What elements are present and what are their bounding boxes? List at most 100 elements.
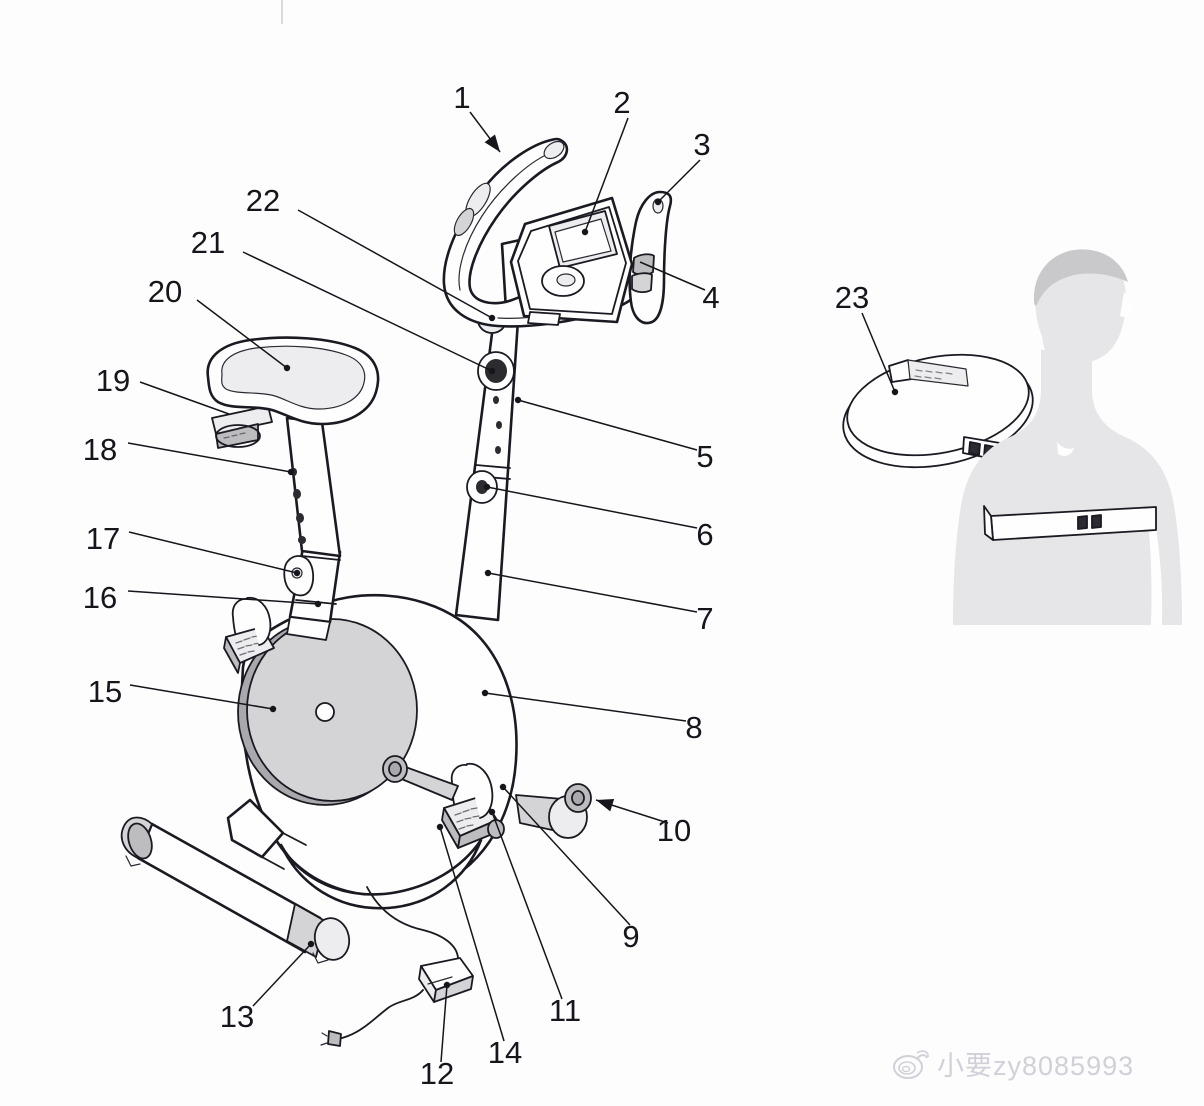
callout-number-16: 16 xyxy=(83,580,117,615)
callout-number-15: 15 xyxy=(88,674,122,709)
rear-stabilizer-end-cap xyxy=(515,783,592,839)
leader-dot-7 xyxy=(484,569,492,577)
leader-line-23 xyxy=(861,312,896,393)
callout-9: 9 xyxy=(499,783,640,954)
leader-dot-18 xyxy=(287,468,295,476)
callout-number-9: 9 xyxy=(622,919,639,954)
console-display-unit xyxy=(509,196,634,326)
leader-line-12 xyxy=(440,984,448,1063)
leader-dot-17 xyxy=(293,569,301,577)
pedal-right xyxy=(441,762,505,849)
callout-3: 3 xyxy=(654,127,711,206)
callout-19: 19 xyxy=(96,363,230,415)
leader-dot-22 xyxy=(488,314,496,322)
callout-1: 1 xyxy=(453,80,501,153)
callout-number-6: 6 xyxy=(696,517,713,552)
leader-line-16 xyxy=(127,590,319,605)
callout-16: 16 xyxy=(83,580,322,615)
callout-number-18: 18 xyxy=(83,432,117,467)
leader-line-4 xyxy=(639,261,706,291)
callout-21: 21 xyxy=(191,225,496,375)
callout-number-11: 11 xyxy=(549,993,581,1028)
callout-number-7: 7 xyxy=(696,601,713,636)
leader-line-6 xyxy=(486,486,698,529)
leader-dot-12 xyxy=(443,981,451,989)
scan-artifact xyxy=(281,0,283,24)
leader-dot-9 xyxy=(499,783,507,791)
leader-line-19 xyxy=(139,381,230,415)
torso-silhouette xyxy=(953,249,1182,625)
callout-number-23: 23 xyxy=(835,280,869,315)
callout-11: 11 xyxy=(488,808,581,1028)
callout-4: 4 xyxy=(639,261,720,315)
front-stabilizer-tube xyxy=(120,816,351,964)
callout-number-10: 10 xyxy=(657,813,691,848)
callout-15: 15 xyxy=(88,674,277,713)
leader-arrowhead-1 xyxy=(484,134,500,152)
callout-number-19: 19 xyxy=(96,363,130,398)
callout-number-12: 12 xyxy=(420,1056,454,1091)
callout-number-2: 2 xyxy=(613,85,630,120)
leader-dot-6 xyxy=(483,483,491,491)
pulse-hand-grip xyxy=(628,190,673,325)
seat-fore-aft-clamp-lever xyxy=(211,405,273,449)
leader-dot-20 xyxy=(283,364,291,372)
leader-dot-13 xyxy=(307,940,315,948)
callout-number-3: 3 xyxy=(693,127,710,162)
leader-dot-2 xyxy=(581,228,589,236)
leader-arrowhead-10 xyxy=(596,798,615,812)
callout-6: 6 xyxy=(483,483,714,552)
leader-line-13 xyxy=(252,943,312,1007)
flywheel-disc xyxy=(237,618,418,806)
callout-22: 22 xyxy=(246,183,496,322)
callout-number-8: 8 xyxy=(685,710,702,745)
leader-line-15 xyxy=(129,684,274,710)
callout-number-21: 21 xyxy=(191,225,225,260)
callout-number-20: 20 xyxy=(148,274,182,309)
callout-12: 12 xyxy=(420,981,454,1091)
leader-dot-3 xyxy=(654,198,662,206)
callout-number-22: 22 xyxy=(246,183,280,218)
callout-13: 13 xyxy=(220,940,315,1034)
seat-height-adjust-knob xyxy=(283,555,315,597)
callout-8: 8 xyxy=(481,689,703,745)
leader-line-18 xyxy=(127,442,292,473)
callout-10: 10 xyxy=(595,798,691,848)
callout-number-1: 1 xyxy=(453,80,470,115)
callout-23: 23 xyxy=(835,280,899,396)
leader-line-3 xyxy=(657,159,701,203)
leader-dot-21 xyxy=(488,367,496,375)
leader-line-14 xyxy=(439,826,505,1042)
leader-dot-14 xyxy=(436,823,444,831)
callout-7: 7 xyxy=(484,569,714,636)
callout-18: 18 xyxy=(83,432,295,476)
leader-line-7 xyxy=(487,572,698,613)
leader-line-22 xyxy=(297,209,493,319)
leader-dot-11 xyxy=(488,808,496,816)
callout-number-13: 13 xyxy=(220,999,254,1034)
callout-number-4: 4 xyxy=(702,280,719,315)
crank-arm xyxy=(382,755,459,801)
saddle-seat xyxy=(206,336,380,426)
leader-dot-8 xyxy=(481,689,489,697)
callout-number-14: 14 xyxy=(488,1035,522,1070)
callout-2: 2 xyxy=(581,85,631,236)
leader-line-21 xyxy=(242,251,493,372)
leader-line-17 xyxy=(128,531,298,574)
leader-dot-5 xyxy=(514,396,522,404)
leader-line-20 xyxy=(196,299,288,369)
leader-line-8 xyxy=(484,692,687,722)
power-cord-with-plug xyxy=(320,886,459,1047)
callout-14: 14 xyxy=(436,823,522,1070)
callout-20: 20 xyxy=(148,274,291,372)
leader-line-5 xyxy=(517,399,698,451)
leader-dot-15 xyxy=(269,705,277,713)
leader-line-2 xyxy=(584,117,629,233)
callout-17: 17 xyxy=(86,521,301,577)
callout-number-17: 17 xyxy=(86,521,120,556)
frame-lower-left-leg xyxy=(226,798,307,870)
leader-line-11 xyxy=(491,811,563,1000)
